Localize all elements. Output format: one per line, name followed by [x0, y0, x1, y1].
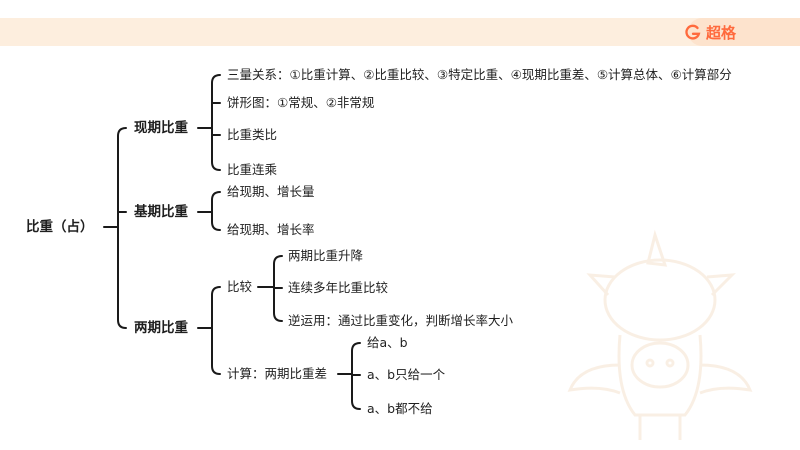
branch-current-proportion: 现期比重 [134, 120, 188, 136]
brand-g-icon [685, 24, 701, 40]
brand-logo: 超格 [684, 22, 736, 42]
leaf-given-one: a、b只给一个 [367, 367, 446, 382]
mascot-watermark-icon [567, 229, 753, 440]
leaf-rise-fall: 两期比重升降 [288, 248, 364, 263]
leaf-three-quantity: 三量关系：①比重计算、②比重比较、③特定比重、④现期比重差、⑤计算总体、⑥计算部… [227, 67, 732, 82]
leaf-proportion-analogy: 比重类比 [227, 127, 278, 142]
leaf-given-growth-rate: 给现期、增长率 [227, 222, 315, 237]
node-calc-diff: 计算：两期比重差 [227, 366, 328, 381]
branch-two-period-proportion: 两期比重 [134, 320, 188, 336]
leaf-pie-chart: 饼形图：①常规、②非常规 [227, 95, 375, 110]
leaf-proportion-chain: 比重连乘 [227, 162, 278, 177]
branch-base-proportion: 基期比重 [134, 204, 188, 220]
leaf-given-ab: 给a、b [367, 335, 408, 350]
leaf-given-none: a、b都不给 [367, 401, 433, 416]
leaf-multi-year: 连续多年比重比较 [288, 280, 389, 295]
header-logo-tab [688, 18, 800, 46]
node-compare: 比较 [227, 279, 253, 294]
leaf-given-growth-amount: 给现期、增长量 [227, 184, 315, 199]
root-node: 比重（占） [26, 219, 94, 235]
leaf-reverse-use: 逆运用：通过比重变化，判断增长率大小 [288, 313, 514, 328]
brand-name: 超格 [706, 23, 737, 42]
header-band [0, 18, 800, 46]
